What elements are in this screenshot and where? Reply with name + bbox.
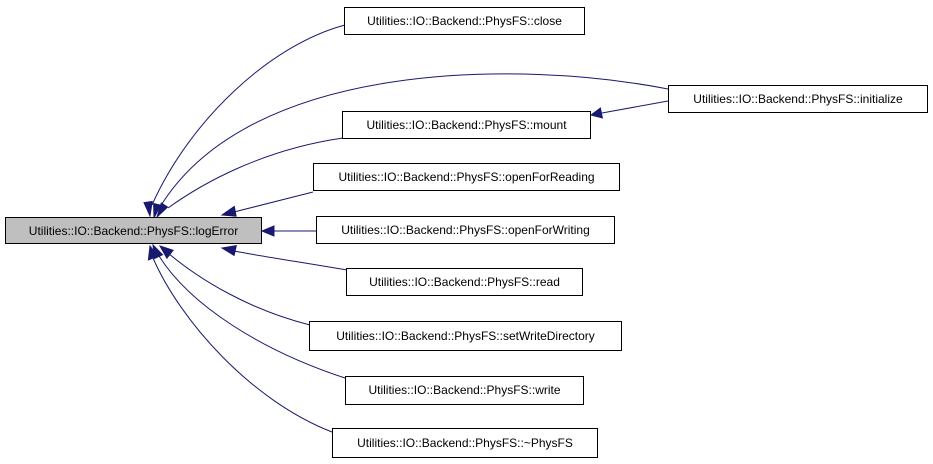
node-read-label: Utilities::IO::Backend::PhysFS::read [369, 275, 560, 289]
node-openforwriting[interactable]: Utilities::IO::Backend::PhysFS::openForW… [316, 216, 615, 244]
edge-setwritedirectory-to-logerror [158, 245, 311, 326]
node-openforreading-label: Utilities::IO::Backend::PhysFS::openForR… [338, 170, 594, 184]
node-mount[interactable]: Utilities::IO::Backend::PhysFS::mount [342, 111, 591, 139]
node-mount-label: Utilities::IO::Backend::PhysFS::mount [366, 118, 567, 132]
edge-initialize-to-mount [589, 100, 669, 119]
edge-mount-to-logerror [155, 137, 344, 219]
node-destructor-label: Utilities::IO::Backend::PhysFS::~PhysFS [357, 436, 573, 450]
node-openforwriting-label: Utilities::IO::Backend::PhysFS::openForW… [341, 223, 590, 237]
node-logerror[interactable]: Utilities::IO::Backend::PhysFS::logError [5, 217, 262, 244]
node-read[interactable]: Utilities::IO::Backend::PhysFS::read [346, 268, 583, 296]
edge-read-to-logerror [220, 244, 348, 271]
edge-openforreading-to-logerror [220, 191, 314, 217]
edge-destructor-to-logerror [147, 244, 333, 433]
node-initialize[interactable]: Utilities::IO::Backend::PhysFS::initiali… [668, 85, 928, 113]
node-close[interactable]: Utilities::IO::Backend::PhysFS::close [344, 7, 585, 35]
node-setwritedirectory-label: Utilities::IO::Backend::PhysFS::setWrite… [336, 329, 595, 343]
node-destructor[interactable]: Utilities::IO::Backend::PhysFS::~PhysFS [332, 428, 598, 458]
nodes: Utilities::IO::Backend::PhysFS::logError… [5, 7, 928, 458]
node-close-label: Utilities::IO::Backend::PhysFS::close [367, 14, 562, 28]
edge-close-to-logerror [143, 24, 346, 218]
node-setwritedirectory[interactable]: Utilities::IO::Backend::PhysFS::setWrite… [309, 321, 622, 351]
node-logerror-label: Utilities::IO::Backend::PhysFS::logError [29, 224, 238, 238]
node-initialize-label: Utilities::IO::Backend::PhysFS::initiali… [693, 92, 903, 106]
node-openforreading[interactable]: Utilities::IO::Backend::PhysFS::openForR… [313, 163, 620, 191]
edges [143, 24, 669, 433]
edge-initialize-to-logerror [153, 73, 669, 220]
edge-openforwriting-to-logerror [260, 225, 316, 237]
node-write-label: Utilities::IO::Backend::PhysFS::write [368, 383, 560, 397]
node-write[interactable]: Utilities::IO::Backend::PhysFS::write [345, 376, 584, 405]
